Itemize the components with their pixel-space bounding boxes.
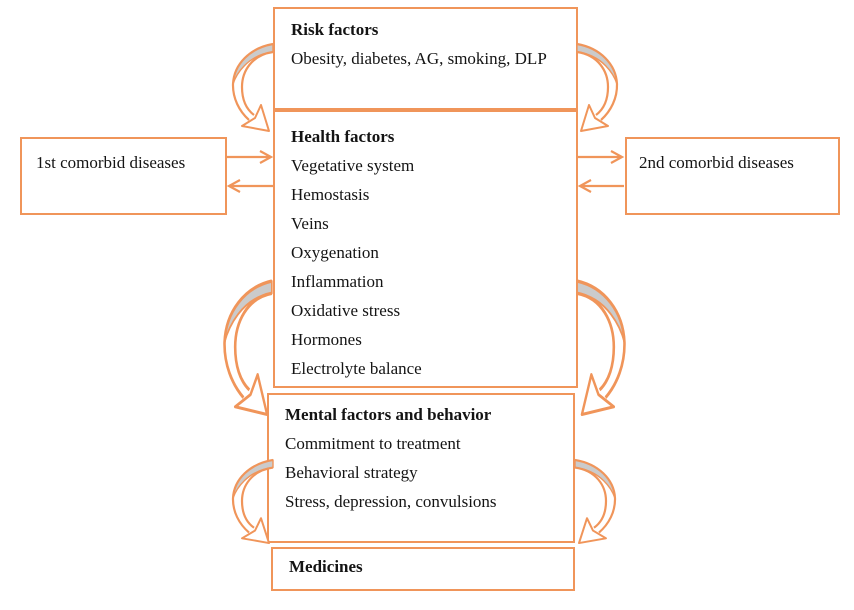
mental-factors-item: Commitment to treatment [285,434,461,453]
mental-factors-title: Mental factors and behavior [285,405,492,424]
arrow-left-box-to-health-icon [225,149,273,165]
health-factors-item: Hemostasis [291,185,370,204]
health-factors-title: Health factors [291,127,395,146]
mental-factors-item: Stress, depression, convulsions [285,492,497,511]
risk-factors-item: Obesity, diabetes, AG, smoking, DLP [291,49,547,68]
mental-factors-item: Behavioral strategy [285,463,418,482]
curved-cycle-arrow-bottom-right-icon [574,458,618,544]
mental-factors-box: Mental factors and behavior Commitment t… [267,393,575,543]
curved-cycle-arrow-bottom-left-icon [231,458,275,545]
second-comorbid-diseases-box: 2nd comorbid diseases [625,137,840,215]
risk-factors-box: Risk factors Obesity, diabetes, AG, smok… [273,7,578,110]
health-factors-item: Oxidative stress [291,301,401,320]
second-comorbid-diseases-label: 2nd comorbid diseases [639,153,794,172]
curved-cycle-arrow-top-right-icon [576,42,620,132]
health-factors-item: Electrolyte balance [291,359,422,378]
curved-cycle-arrow-top-left-icon [231,42,275,133]
health-factors-item: Oxygenation [291,243,379,262]
arrow-health-to-left-box-icon [227,178,275,194]
arrow-health-to-right-box-icon [576,149,624,165]
curved-cycle-arrow-mid-left-icon [222,279,274,417]
first-comorbid-diseases-box: 1st comorbid diseases [20,137,227,215]
health-factors-item: Inflammation [291,272,384,291]
medicines-title: Medicines [289,557,363,576]
health-factors-item: Vegetative system [291,156,415,175]
arrow-right-box-to-health-icon [578,178,626,194]
curved-cycle-arrow-mid-right-icon [576,278,628,416]
health-factors-box: Health factors Vegetative system Hemosta… [273,110,578,388]
health-factors-item: Hormones [291,330,362,349]
medicines-box: Medicines [271,547,575,591]
health-factors-item: Veins [291,214,329,233]
first-comorbid-diseases-label: 1st comorbid diseases [36,153,186,172]
risk-factors-title: Risk factors [291,20,379,39]
